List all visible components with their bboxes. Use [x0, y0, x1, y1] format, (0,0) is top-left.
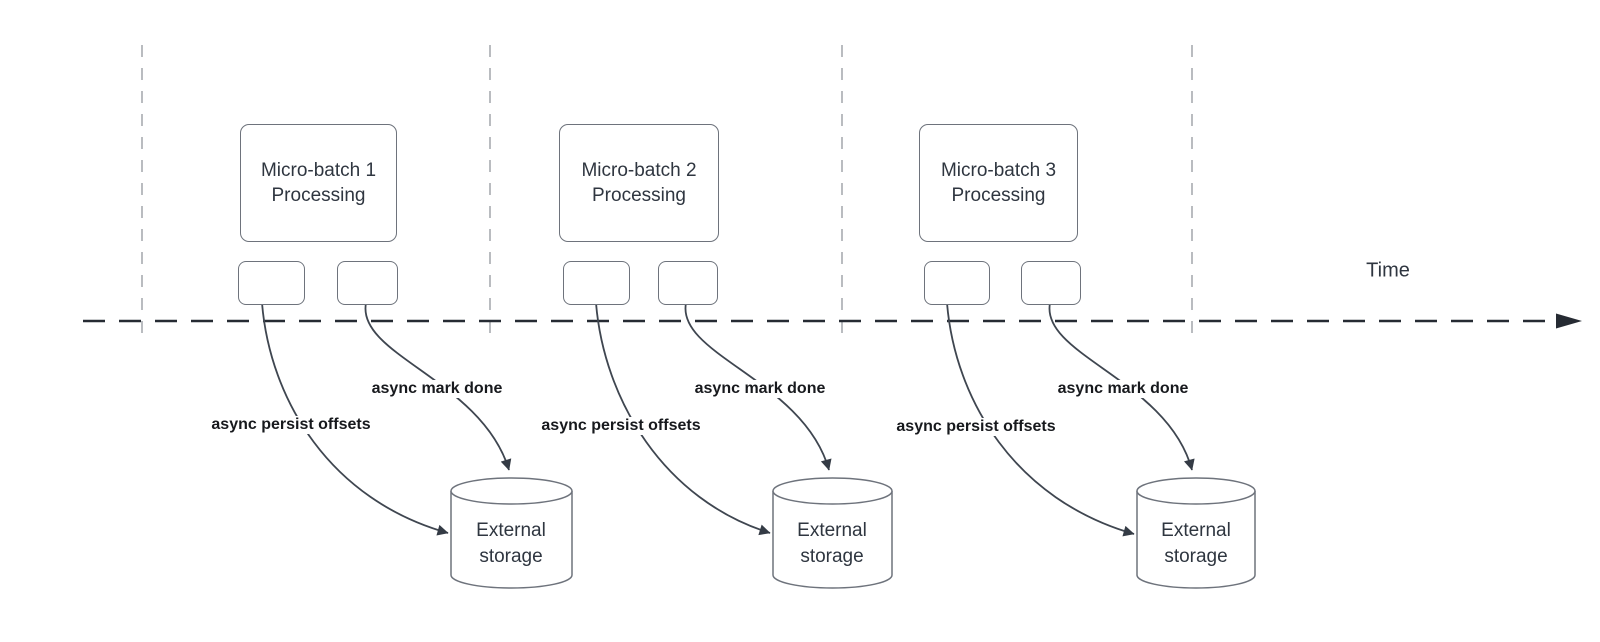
offset-task-box-3	[924, 261, 990, 305]
micro-batch-box-2: Micro-batch 2 Processing	[559, 124, 719, 242]
micro-batch-box-3: Micro-batch 3 Processing	[919, 124, 1078, 242]
mark-done-label-2: async mark done	[691, 380, 829, 398]
persist-offsets-label-3: async persist offsets	[893, 418, 1059, 436]
done-task-box-2	[658, 261, 718, 305]
storage-label-2: External storage	[797, 520, 867, 567]
persist-offsets-arrow-3	[946, 302, 1135, 537]
micro-batch-box-3-label: Micro-batch 3 Processing	[940, 160, 1057, 206]
offset-task-box-1	[238, 261, 305, 305]
storage-cylinder-2	[772, 477, 893, 589]
mark-done-arrow-2	[684, 302, 832, 471]
mark-done-label-1: async mark done	[368, 380, 506, 398]
persist-offsets-label-1: async persist offsets	[208, 416, 374, 434]
done-task-box-3	[1021, 261, 1081, 305]
mark-done-label-3: async mark done	[1054, 380, 1192, 398]
time-axis-arrowhead-icon	[1556, 313, 1582, 329]
persist-offsets-arrow-1	[261, 302, 449, 536]
persist-offsets-arrow-2	[595, 302, 771, 536]
micro-batch-box-1: Micro-batch 1 Processing	[240, 124, 397, 242]
storage-cylinder-1	[450, 477, 573, 589]
mark-done-arrow-3	[1048, 302, 1195, 471]
micro-batch-box-2-label: Micro-batch 2 Processing	[581, 160, 697, 206]
storage-cylinder-3	[1136, 477, 1256, 589]
micro-batch-box-1-label: Micro-batch 1 Processing	[260, 160, 377, 206]
storage-label-3: External storage	[1161, 520, 1231, 567]
persist-offsets-label-2: async persist offsets	[538, 417, 704, 435]
offset-task-box-2	[563, 261, 630, 305]
time-axis-label: Time	[1366, 259, 1410, 282]
storage-label-1: External storage	[476, 520, 546, 567]
mark-done-arrow-1	[364, 302, 512, 471]
done-task-box-1	[337, 261, 398, 305]
